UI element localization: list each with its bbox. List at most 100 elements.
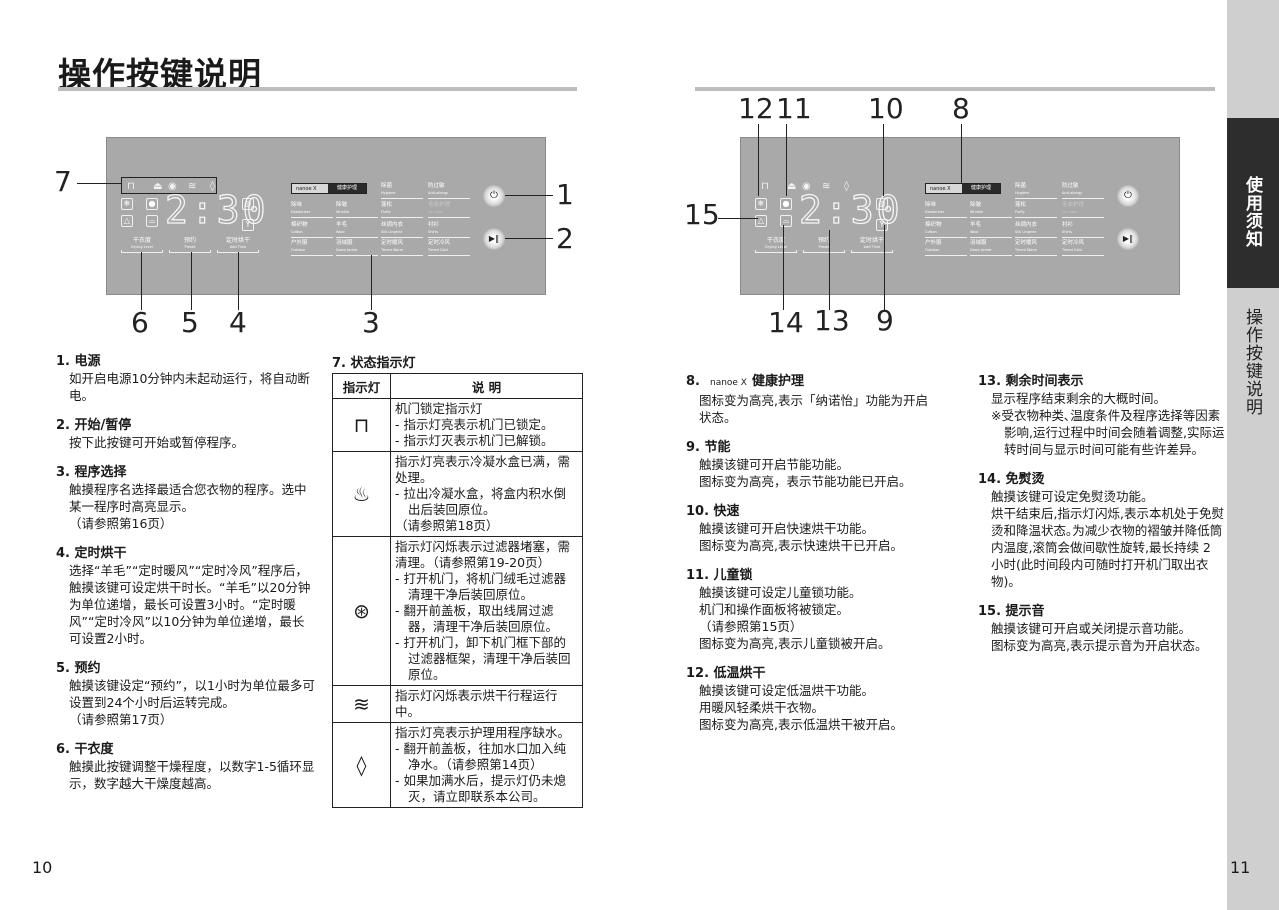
nanoe-mode-button[interactable]: ◎ <box>242 198 254 210</box>
program-name-en: Down Jacket <box>970 248 992 252</box>
power-button[interactable]: ⏻ <box>1117 185 1139 207</box>
callout-14: 14 <box>768 306 804 339</box>
section-heading: 3. 程序选择 <box>56 464 316 481</box>
callout-line <box>758 124 759 196</box>
description-line: 机门锁定指示灯 <box>395 401 483 416</box>
sound-button[interactable]: △ <box>755 215 767 227</box>
description-line: - 如果加满水后，提示灯仍未熄灭，请立即联系本公司。 <box>395 773 566 804</box>
water-tank-icon: ♨ <box>332 451 391 537</box>
button-bracket <box>851 250 893 253</box>
table-row: ♨指示灯亮表示冷凝水盒已满，需处理。- 拉出冷凝水盒，将盒内积水倒出后装回原位。… <box>332 451 583 537</box>
program-name: 防过敏 <box>1062 183 1079 189</box>
callout-line <box>191 252 192 310</box>
callout-15: 15 <box>684 198 720 231</box>
button-label: 干衣度 <box>766 237 785 244</box>
section-text: 机门和操作面板将被锁定。 <box>699 602 850 617</box>
sound-button[interactable]: △ <box>121 215 133 227</box>
quick-dry-button[interactable]: ● <box>146 198 158 210</box>
anti-wrinkle-button[interactable]: Y <box>242 219 254 231</box>
program-name: 防过敏 <box>428 183 445 189</box>
description-line: - 打开机门，卸下机门框下部的过滤器框架，清理干净后装回原位。 <box>395 635 571 682</box>
button-bracket <box>803 250 845 253</box>
callout-line <box>829 230 830 310</box>
section-text: 图标变为高亮，表示节能功能已开启。 <box>699 474 912 489</box>
table-row: ◊指示灯亮表示护理用程序缺水。- 翻开前盖板，往加水口加入纯净水。（请参照第14… <box>332 722 583 808</box>
quick-dry-button[interactable]: ● <box>780 198 792 210</box>
energy-save-button[interactable]: ❄ <box>755 198 767 210</box>
low-temp-button[interactable]: ⌓ <box>146 215 158 227</box>
description-line: （请参照第18页） <box>395 518 499 533</box>
section-text: 触摸该键可开启节能功能。 <box>699 457 850 472</box>
program-name-en: Cotton <box>925 230 937 234</box>
side-tab-label[interactable]: 操作按键说明 <box>1242 308 1262 416</box>
table-header: 指示灯 <box>332 373 391 399</box>
energy-save-button[interactable]: ❄ <box>121 198 133 210</box>
section-number: 2. 开始/暂停 <box>56 418 132 433</box>
program-name: 棉织物 <box>291 222 308 228</box>
callout-11: 11 <box>776 92 812 125</box>
side-tab-active[interactable]: 使用须知 <box>1227 118 1279 288</box>
nanoe-mode-button[interactable]: ◎ <box>876 198 888 210</box>
anti-wrinkle-button[interactable]: Y <box>876 219 888 231</box>
button-descriptions-right: 13. 剩余时间表示显示程序结束剩余的大概时间。※受衣物种类､温度条件及程序选择… <box>978 360 1226 654</box>
program-name-en: Fur Care <box>428 210 443 214</box>
program-name-en: Hygiene <box>381 191 396 195</box>
program-name-en: Timed Cold <box>428 248 448 252</box>
row-description: 指示灯闪烁表示过滤器堵塞，需清理。（请参照第19-20页）- 打开机门，将机门绒… <box>390 536 583 686</box>
nanoe-label: 健康护理 <box>328 184 366 193</box>
start-pause-button[interactable]: ▶‖ <box>1117 228 1139 250</box>
water-tank-icon: ⏏ <box>787 181 797 192</box>
low-temp-button[interactable]: ⌓ <box>780 215 792 227</box>
button-label: 预约 <box>183 237 196 244</box>
section-text: 选择“羊毛”“定时暖风”“定时冷风”程序后，触摸该键可设定烘干时长。“羊毛”以2… <box>69 563 311 646</box>
table-header: 说 明 <box>390 373 583 399</box>
start-pause-button[interactable]: ▶‖ <box>483 228 505 250</box>
nanoe-logo: nanoe X <box>930 186 951 192</box>
program-name-en: Silk Lingerie <box>1015 230 1037 234</box>
program-name-en: Wool <box>970 230 979 234</box>
section-heading: 11. 儿童锁 <box>686 567 936 584</box>
water-drop-icon: ◊ <box>844 181 849 192</box>
section-text: 触摸该键可设定低温烘干功能。 <box>699 683 875 698</box>
program-name: 除菌 <box>1015 183 1027 189</box>
section-heading: 15. 提示音 <box>978 603 1226 620</box>
power-button[interactable]: ⏻ <box>483 185 505 207</box>
